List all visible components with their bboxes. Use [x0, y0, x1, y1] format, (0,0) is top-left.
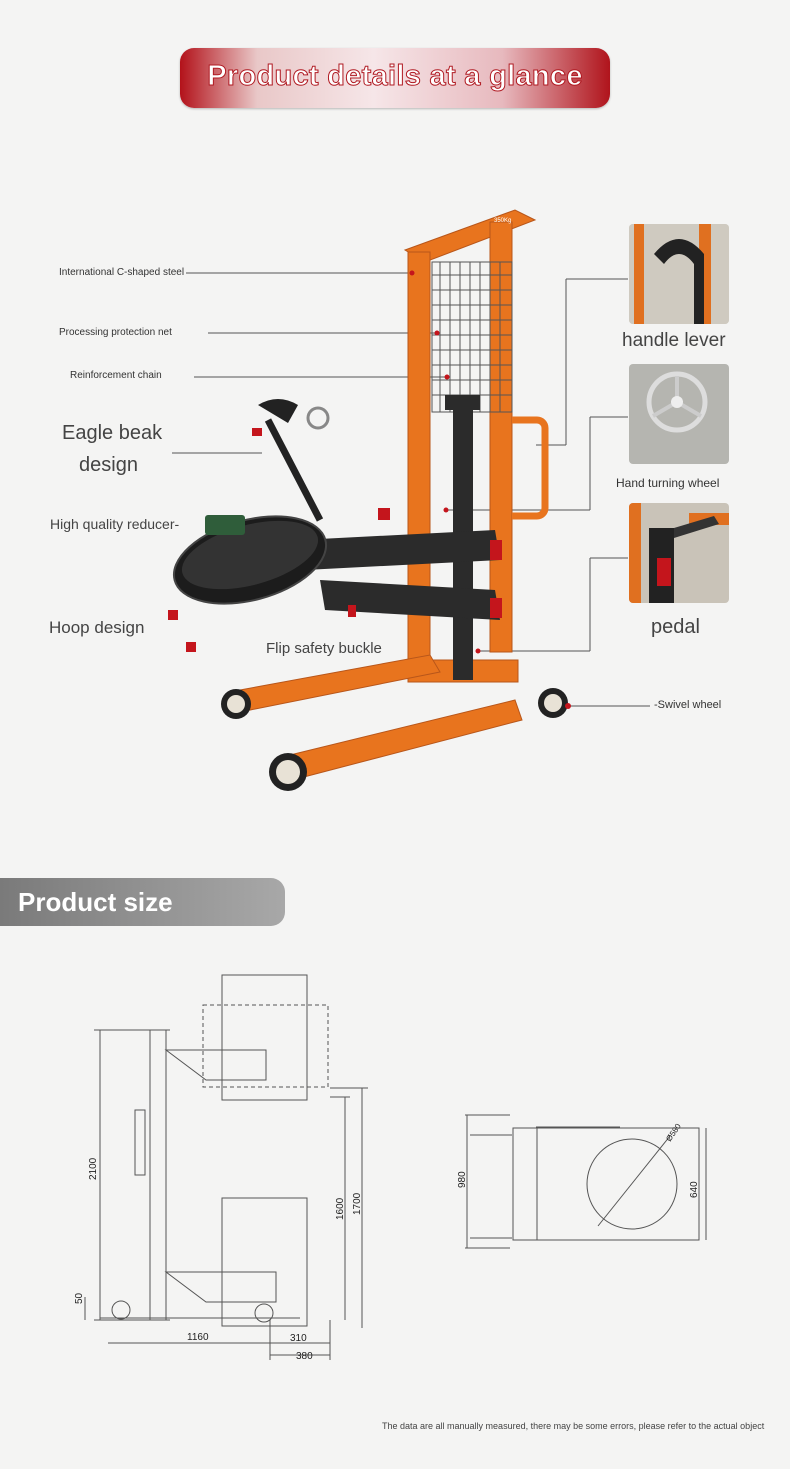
dim-640: 640 [689, 1181, 700, 1198]
dim-310: 310 [290, 1333, 307, 1344]
dim-1160: 1160 [187, 1332, 209, 1343]
callout-handle: handle lever [622, 330, 726, 351]
callout-hoop: Hoop design [49, 618, 145, 637]
size-title: Product size [18, 887, 173, 917]
pedal-photo [629, 503, 729, 603]
callout-reducer: High quality reducer- [50, 516, 180, 532]
callout-net: Processing protection net [59, 327, 172, 338]
capacity-label: 350Kg [494, 218, 511, 224]
hand-wheel-photo [629, 364, 729, 464]
callout-pedal: pedal [651, 616, 700, 638]
dim-diameter: Ø580 [664, 1122, 683, 1144]
dim-1700: 1700 [352, 1192, 363, 1215]
dim-980: 980 [457, 1171, 468, 1188]
product-illustration: 350Kg [168, 209, 650, 791]
title-banner: Product details at a glance [180, 48, 610, 108]
dim-2100: 2100 [88, 1157, 99, 1180]
dim-1600: 1600 [335, 1197, 346, 1220]
handle-lever-photo [629, 224, 729, 324]
callout-eagle-line1: Eagle beak [62, 422, 163, 444]
page-title: Product details at a glance [207, 60, 583, 93]
footer-note: The data are all manually measured, ther… [382, 1421, 765, 1431]
callout-buckle: Flip safety buckle [266, 640, 382, 657]
dim-380: 380 [296, 1351, 313, 1362]
callout-steel: International C-shaped steel [59, 267, 185, 278]
dim-50: 50 [74, 1292, 85, 1304]
callout-swivel: -Swivel wheel [654, 699, 722, 711]
callout-wheel: Hand turning wheel [616, 476, 720, 490]
callout-eagle-line2: design [79, 454, 138, 476]
size-banner: Product size [0, 878, 285, 926]
callout-chain: Reinforcement chain [70, 370, 162, 381]
